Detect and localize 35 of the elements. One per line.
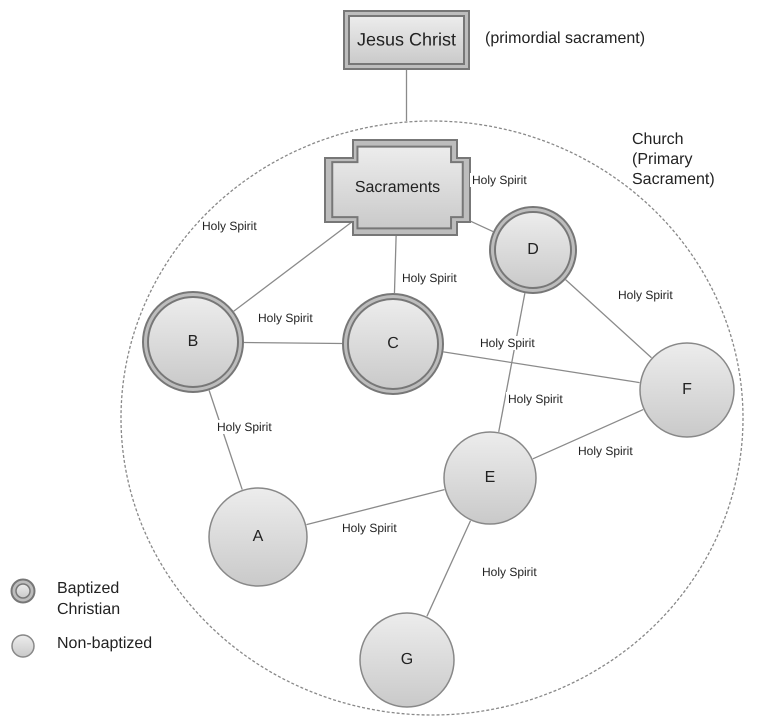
connector-line xyxy=(532,408,644,460)
connector-line xyxy=(426,520,472,617)
legend-label: Baptized Christian xyxy=(57,579,122,620)
connector-line xyxy=(233,221,352,312)
edge-label: Holy Spirit xyxy=(470,173,529,187)
node-label: D xyxy=(527,241,539,259)
node-label: Sacraments xyxy=(354,178,440,196)
connector-line xyxy=(498,293,526,432)
edge-label: Holy Spirit xyxy=(340,521,399,535)
connector-line xyxy=(406,70,408,121)
node-label: E xyxy=(484,469,496,487)
node-label: B xyxy=(188,333,198,351)
connector-line xyxy=(306,488,445,526)
edge-label: Holy Spirit xyxy=(506,392,565,406)
node-label: Jesus Christ xyxy=(356,30,456,50)
edge-label: Holy Spirit xyxy=(576,444,635,458)
edge-label: Holy Spirit xyxy=(616,288,675,302)
node-label: C xyxy=(387,335,399,353)
edge-label: Holy Spirit xyxy=(215,420,274,434)
edge-label: Holy Spirit xyxy=(256,311,315,325)
connector-line xyxy=(443,351,640,384)
edge-label: Holy Spirit xyxy=(478,336,537,350)
node-label: G xyxy=(400,651,414,669)
edge-label: Holy Spirit xyxy=(480,565,539,579)
connector-line xyxy=(244,342,342,344)
node-label: A xyxy=(252,528,264,546)
edge-label: Holy Spirit xyxy=(200,219,259,233)
edge-label: Holy Spirit xyxy=(400,271,459,285)
connector-line xyxy=(394,234,397,294)
connector-line xyxy=(470,220,494,232)
node-label: F xyxy=(682,381,692,399)
region-label: Church (Primary Sacrament) xyxy=(632,130,716,190)
annotation: (primordial sacrament) xyxy=(485,30,646,48)
connector-line xyxy=(565,279,652,358)
legend-label: Non-baptized xyxy=(57,634,154,654)
